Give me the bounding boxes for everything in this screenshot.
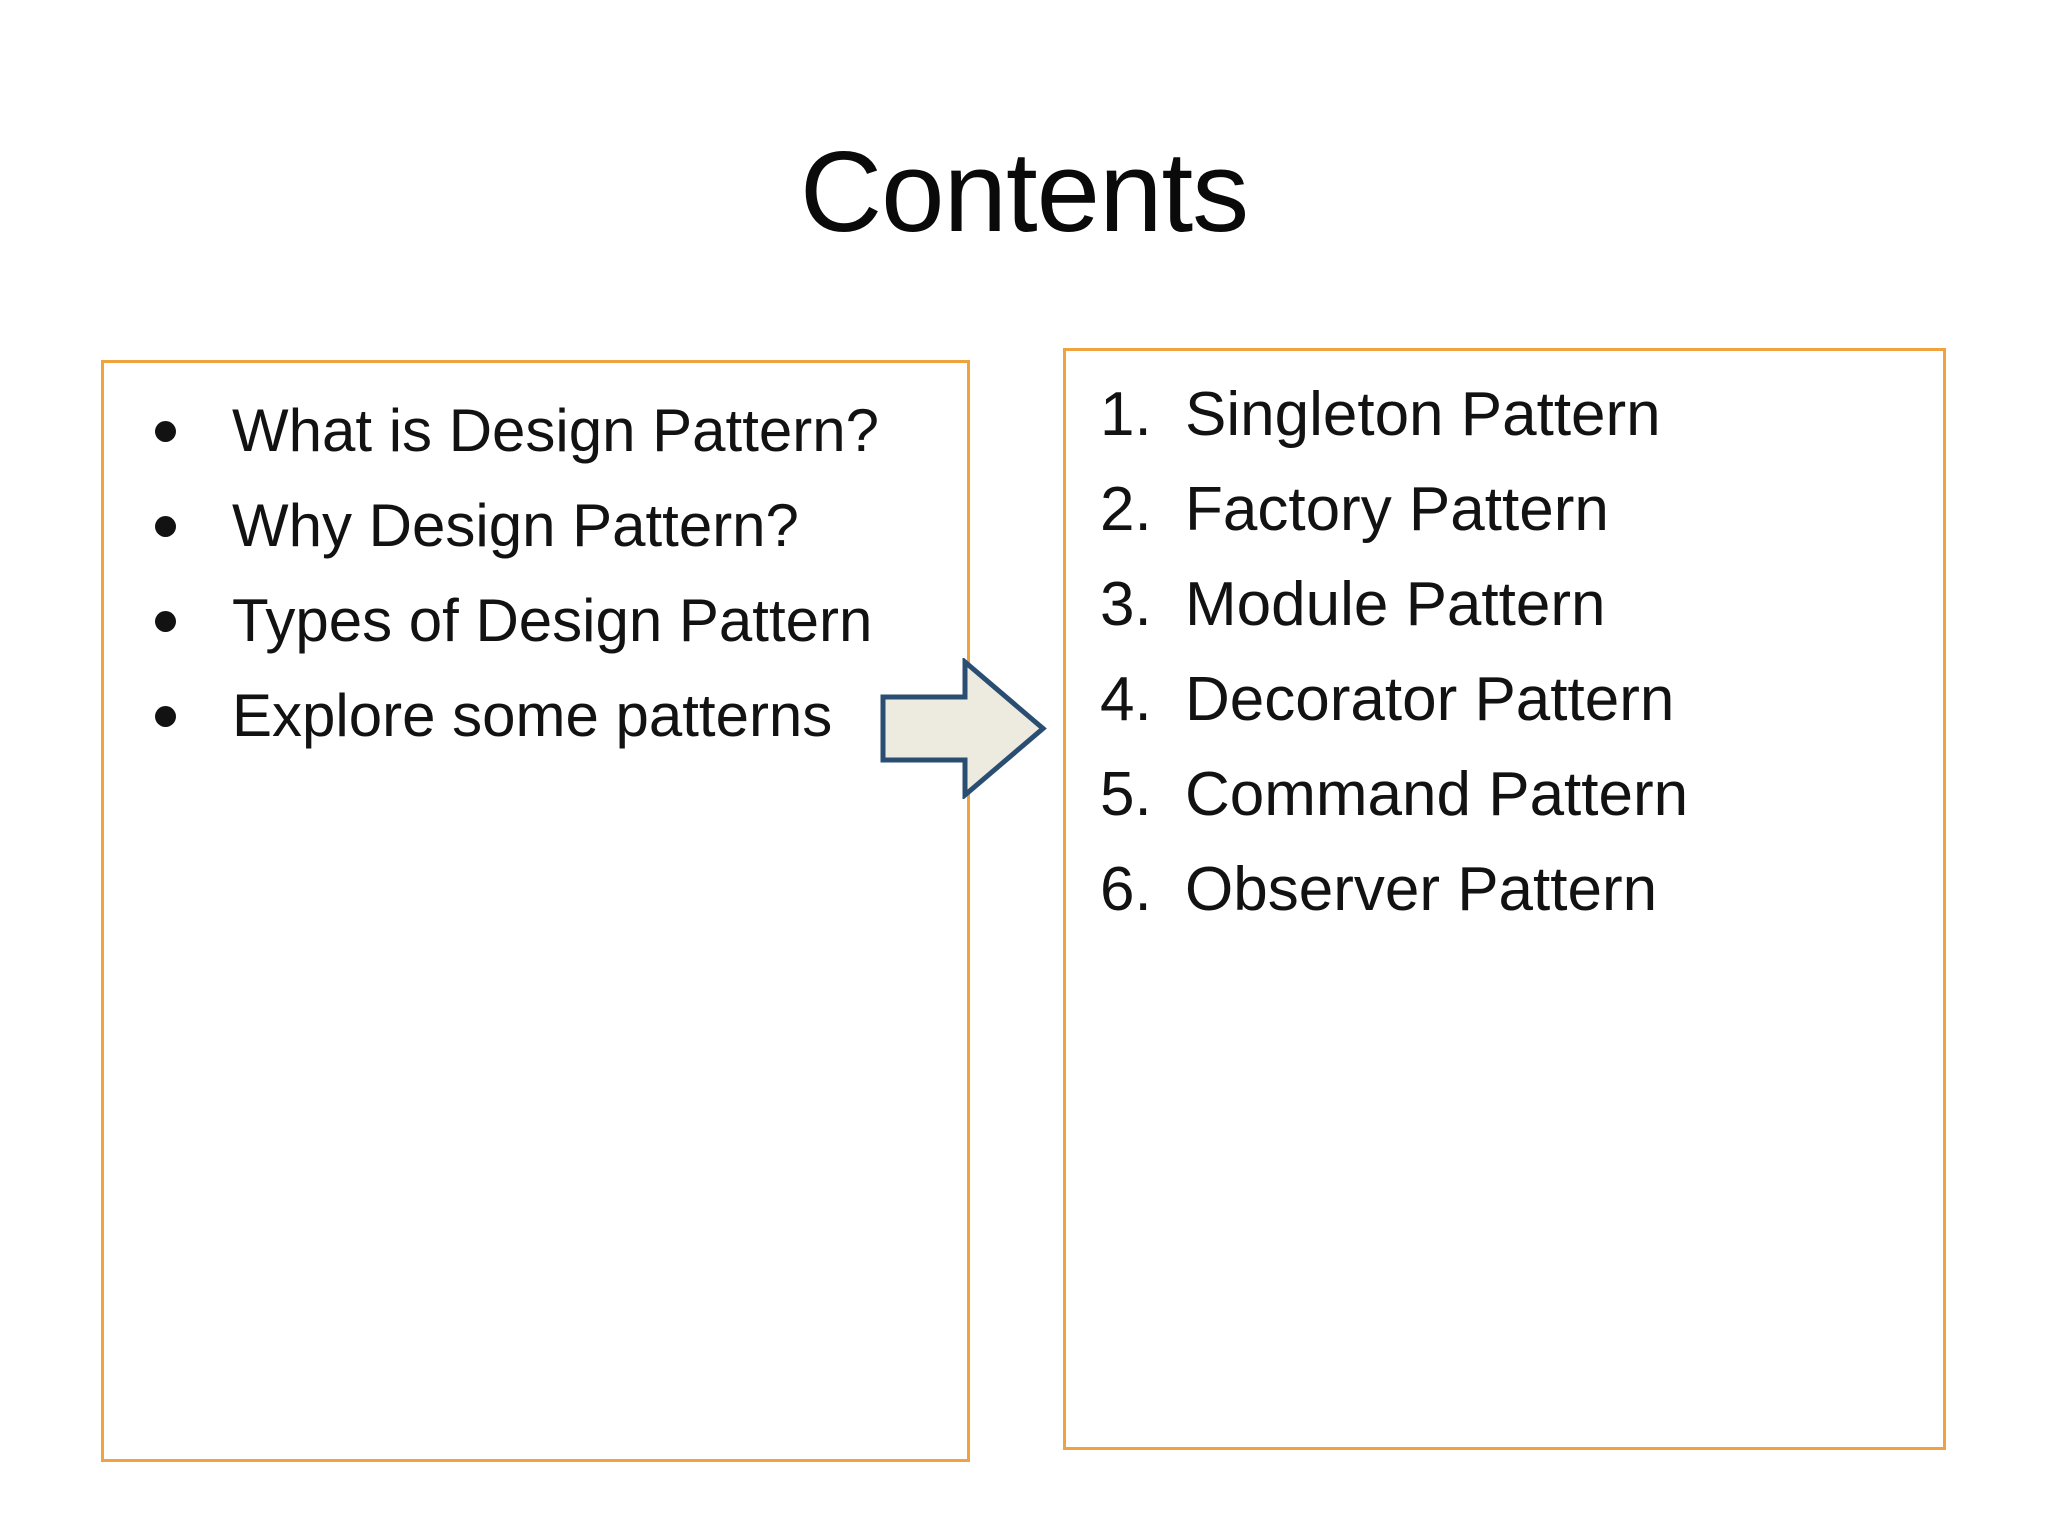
patterns-numbered-list: 1. Singleton Pattern 2. Factory Pattern …	[1066, 351, 1943, 937]
list-item-label: Observer Pattern	[1185, 855, 1658, 924]
list-item-label: Types of Design Pattern	[232, 587, 873, 654]
list-item: 5. Command Pattern	[1066, 747, 1933, 842]
list-item-label: Command Pattern	[1185, 760, 1689, 829]
list-item: 4. Decorator Pattern	[1066, 652, 1933, 747]
list-item-label: Singleton Pattern	[1185, 380, 1661, 449]
bullet-icon	[155, 611, 176, 632]
patterns-box: 1. Singleton Pattern 2. Factory Pattern …	[1063, 348, 1946, 1450]
list-number: 3.	[1100, 570, 1152, 639]
list-item: Why Design Pattern?	[104, 478, 957, 573]
list-item: 3. Module Pattern	[1066, 557, 1933, 652]
list-item-label: Explore some patterns	[232, 682, 833, 749]
list-item: Types of Design Pattern	[104, 573, 957, 668]
list-item-label: What is Design Pattern?	[232, 397, 879, 464]
list-number: 1.	[1100, 380, 1152, 449]
bullet-icon	[155, 706, 176, 727]
list-number: 5.	[1100, 760, 1152, 829]
page-title: Contents	[799, 129, 1249, 256]
bullet-icon	[155, 516, 176, 537]
list-number: 4.	[1100, 665, 1152, 734]
list-item-label: Why Design Pattern?	[232, 492, 799, 559]
list-item: Explore some patterns	[104, 668, 957, 763]
list-number: 6.	[1100, 855, 1152, 924]
list-item-label: Module Pattern	[1185, 570, 1606, 639]
list-number: 2.	[1100, 475, 1152, 544]
list-item: What is Design Pattern?	[104, 383, 957, 478]
overview-bullet-list: What is Design Pattern? Why Design Patte…	[104, 363, 967, 763]
list-item: 2. Factory Pattern	[1066, 462, 1933, 557]
right-arrow-icon	[879, 658, 1047, 799]
list-item-label: Decorator Pattern	[1185, 665, 1675, 734]
overview-box: What is Design Pattern? Why Design Patte…	[101, 360, 970, 1462]
bullet-icon	[155, 421, 176, 442]
list-item-label: Factory Pattern	[1185, 475, 1609, 544]
list-item: 1. Singleton Pattern	[1066, 367, 1933, 462]
list-item: 6. Observer Pattern	[1066, 842, 1933, 937]
